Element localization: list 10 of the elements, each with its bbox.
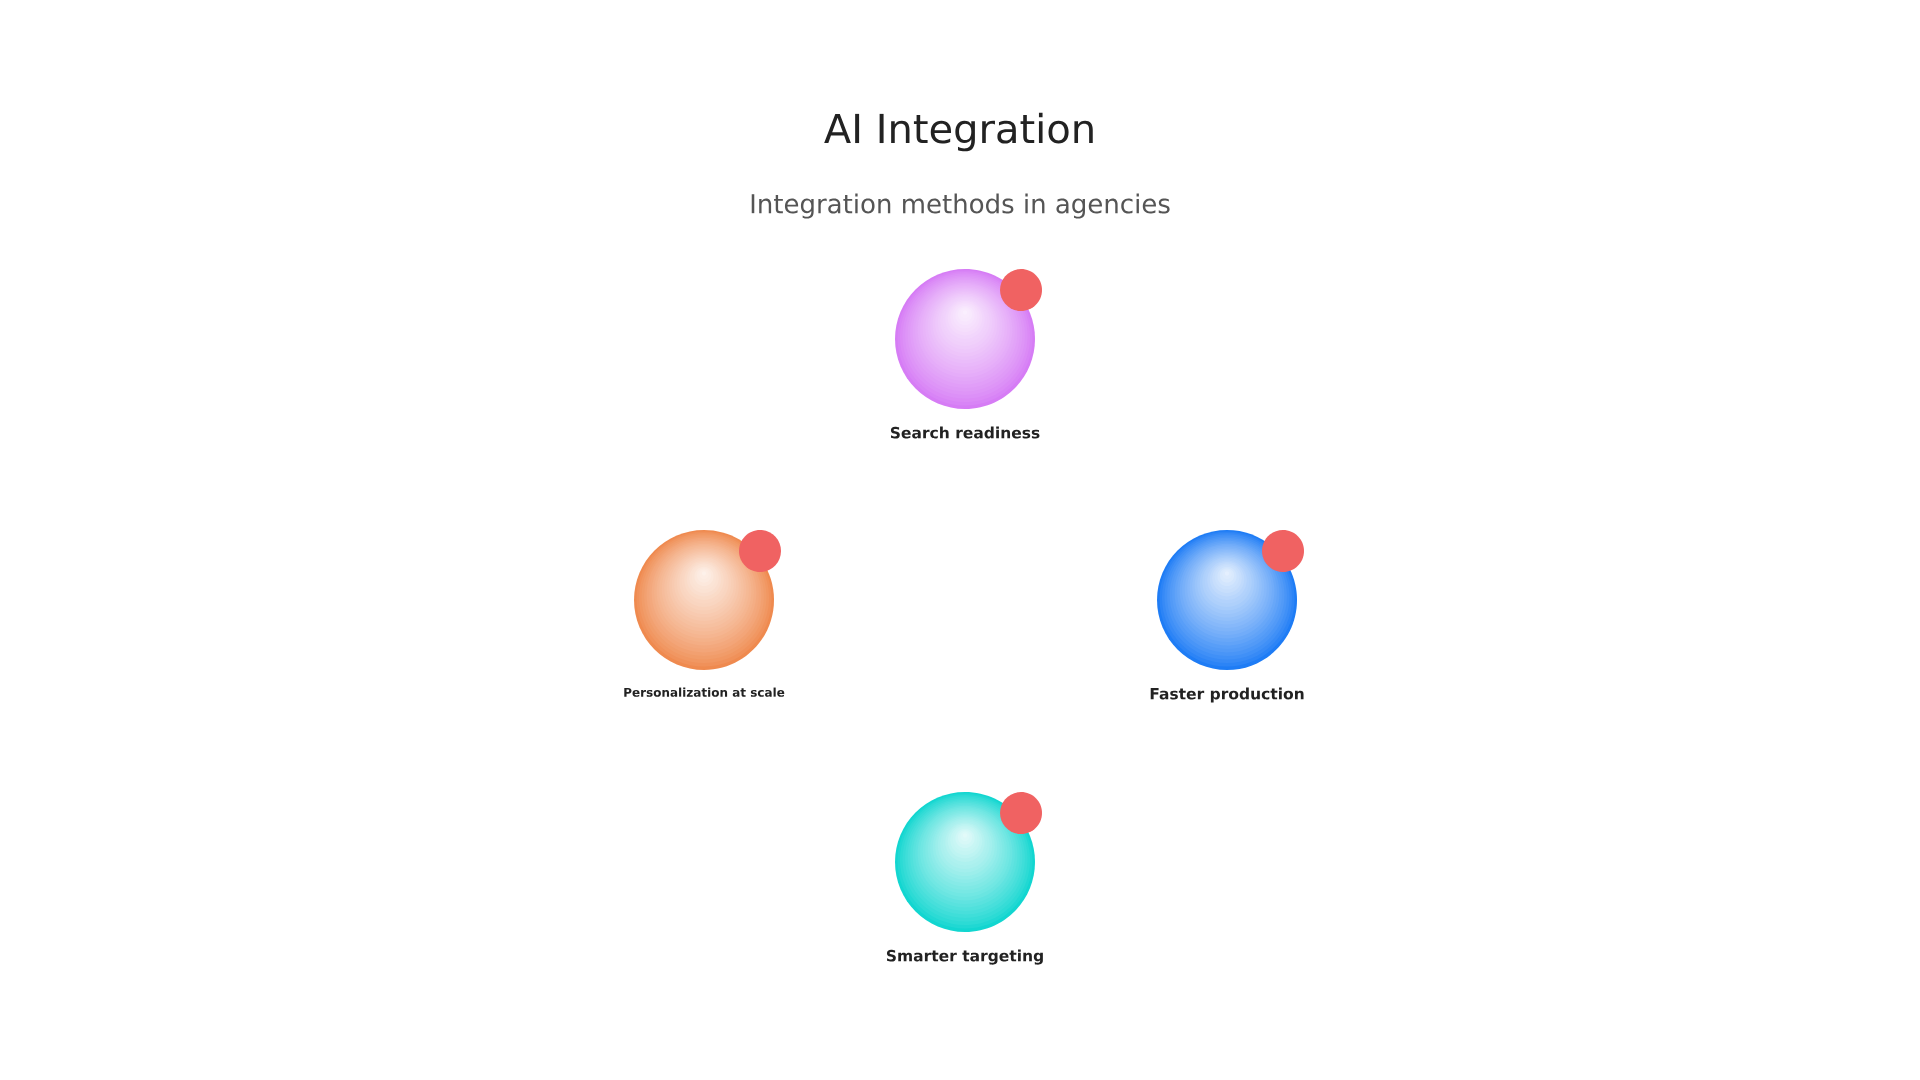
sphere-drawing — [1157, 530, 1304, 670]
node-caption: Faster production — [1150, 687, 1304, 703]
sphere-drawing — [895, 269, 1042, 409]
sphere-drawing — [895, 792, 1042, 932]
subtitle: Integration methods in agencies — [751, 193, 1170, 219]
node-caption: Smarter targeting — [886, 949, 1043, 965]
node-caption: Personalization at scale — [624, 687, 785, 697]
sphere-drawing — [634, 530, 781, 670]
title: AI Integration — [824, 112, 1093, 152]
node-caption: Search readiness — [890, 426, 1040, 439]
